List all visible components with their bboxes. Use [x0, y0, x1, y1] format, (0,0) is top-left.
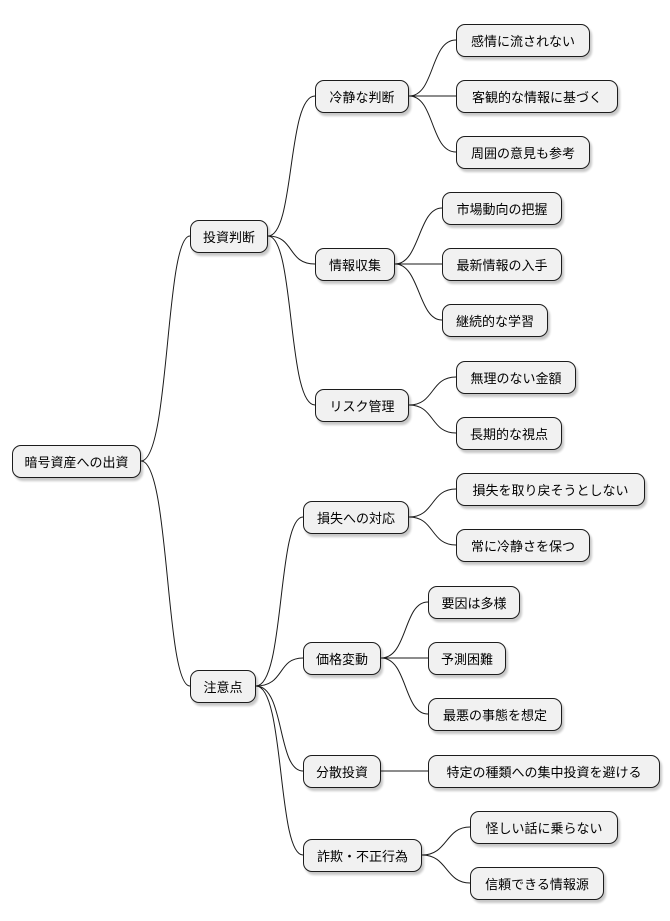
leaf-reliable-sources: 信頼できる情報源 [470, 867, 604, 900]
branch-investment-decision: 投資判断 [190, 220, 268, 253]
leaf-market-trends: 市場動向の把握 [442, 192, 562, 225]
node-calm-judgment: 冷静な判断 [315, 80, 409, 113]
leaf-affordable-amount: 無理のない金額 [456, 361, 576, 394]
link-root-to-investment-decision [140, 235, 191, 462]
link-investment-to-calm [267, 95, 316, 237]
link-price-3 [380, 657, 429, 715]
node-loss-response: 損失への対応 [303, 501, 409, 534]
link-fraud-2 [421, 854, 471, 884]
link-risk-1 [408, 376, 457, 406]
link-calm-1 [408, 39, 457, 97]
branch-caution-points: 注意点 [190, 670, 256, 703]
link-caution-to-diversify [255, 685, 304, 772]
link-risk-2 [408, 404, 457, 434]
link-investment-to-risk [267, 235, 316, 406]
link-caution-to-loss [255, 516, 304, 687]
link-caution-to-fraud [255, 685, 304, 856]
leaf-dont-chase-losses: 損失を取り戻そうとしない [456, 473, 645, 506]
leaf-continuous-learning: 継続的な学習 [442, 304, 548, 337]
leaf-others-opinions: 周囲の意見も参考 [456, 136, 590, 169]
node-diversification: 分散投資 [303, 755, 381, 788]
leaf-various-factors: 要因は多様 [428, 586, 520, 619]
link-investment-to-info [267, 235, 316, 265]
link-info-1 [394, 207, 443, 265]
root-node: 暗号資産への出資 [12, 445, 141, 478]
leaf-stay-calm: 常に冷静さを保つ [456, 529, 590, 562]
node-information-gathering: 情報収集 [315, 248, 395, 281]
link-loss-1 [408, 488, 457, 518]
leaf-long-term-view: 長期的な視点 [456, 417, 562, 450]
node-fraud: 詐欺・不正行為 [303, 839, 422, 872]
link-loss-2 [408, 516, 457, 546]
leaf-avoid-concentration: 特定の種類への集中投資を避ける [428, 755, 660, 788]
link-root-to-caution [140, 460, 191, 687]
node-price-fluctuation: 価格変動 [303, 642, 381, 675]
link-info-3 [394, 263, 443, 321]
link-fraud-1 [421, 826, 471, 856]
leaf-hard-to-predict: 予測困難 [428, 642, 506, 675]
link-price-1 [380, 601, 429, 659]
leaf-objective-info: 客観的な情報に基づく [456, 80, 618, 113]
node-risk-management: リスク管理 [315, 389, 409, 422]
leaf-latest-info: 最新情報の入手 [442, 248, 562, 281]
leaf-avoid-suspicious-offers: 怪しい話に乗らない [470, 811, 618, 844]
link-calm-3 [408, 95, 457, 153]
leaf-no-emotion: 感情に流されない [456, 24, 590, 57]
link-caution-to-price [255, 657, 304, 687]
leaf-assume-worst-case: 最悪の事態を想定 [428, 698, 562, 731]
